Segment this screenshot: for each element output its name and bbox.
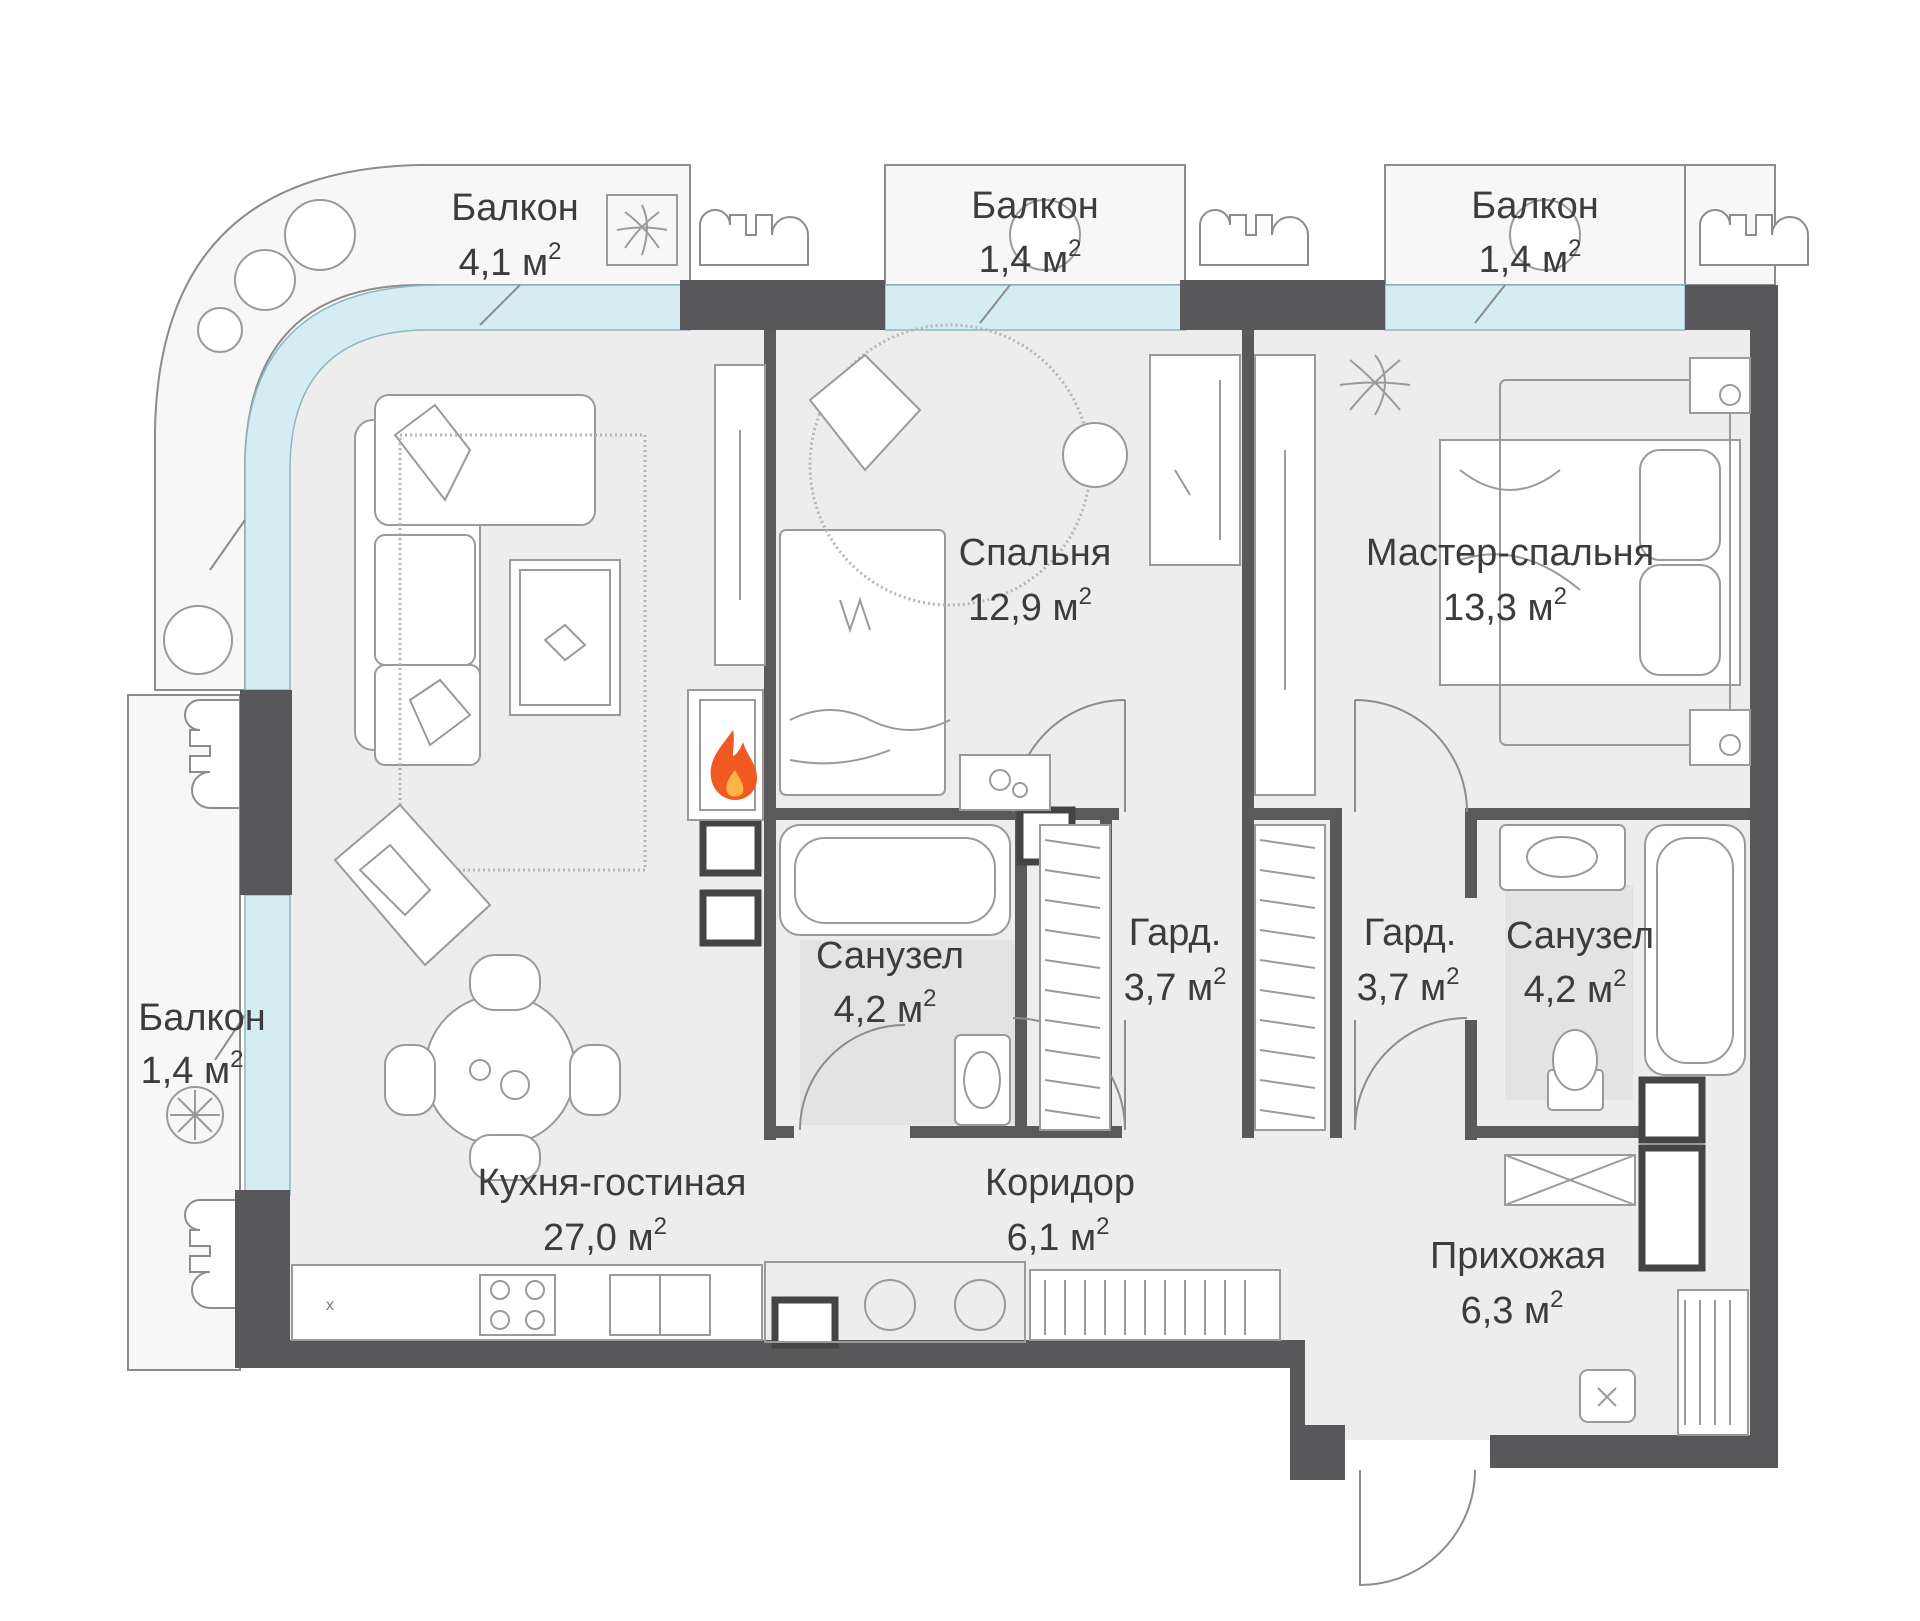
fireplace-icon (687, 689, 764, 821)
room-labels: Балкон 4,1 м2 Балкон 1,4 м2 Балкон 1,4 м… (138, 185, 1654, 1332)
svg-text:Кухня-гостиная: Кухня-гостиная (478, 1162, 747, 1204)
master-bed-icon (1439, 379, 1741, 746)
svg-text:13,3 м2: 13,3 м2 (1443, 583, 1567, 629)
wardrobe-right (1254, 824, 1326, 1131)
room-label-balcony-1: Балкон 4,1 м2 (451, 187, 578, 284)
room-label-entrance-hall: Прихожая 6,3 м2 (1430, 1235, 1606, 1332)
svg-text:Балкон: Балкон (451, 187, 578, 229)
svg-text:1,4 м2: 1,4 м2 (141, 1046, 244, 1092)
svg-text:1,4 м2: 1,4 м2 (979, 235, 1082, 281)
svg-text:Прихожая: Прихожая (1430, 1235, 1606, 1277)
svg-text:Балкон: Балкон (971, 185, 1098, 227)
armchair-bedroom (808, 353, 1128, 488)
dining-table-icon (384, 954, 621, 1181)
svg-text:3,7 м2: 3,7 м2 (1124, 963, 1227, 1009)
bathtub-icon (779, 824, 1746, 1076)
corridor-wardrobe (1029, 1269, 1281, 1341)
sofa-icon (354, 394, 596, 766)
svg-text:4,2 м2: 4,2 м2 (1524, 965, 1627, 1011)
washing-machine-icon (764, 1261, 1026, 1343)
hall-bench (1504, 1154, 1749, 1436)
svg-text:Гард.: Гард. (1129, 912, 1222, 954)
room-label-balcony-3: Балкон 1,4 м2 (1471, 185, 1598, 281)
armchair-icon (333, 803, 492, 967)
balconies (127, 164, 1809, 1371)
room-label-wardrobe-1: Гард. 3,7 м2 (1124, 912, 1227, 1009)
svg-text:Балкон: Балкон (138, 997, 265, 1039)
room-label-bathroom-1: Санузел 4,2 м2 (816, 935, 964, 1031)
svg-text:Мастер-спальня: Мастер-спальня (1366, 532, 1654, 574)
room-label-bedroom: Спальня 12,9 м2 (959, 532, 1112, 629)
svg-text:4,1 м2: 4,1 м2 (459, 238, 562, 284)
stove-icon (479, 1274, 556, 1336)
sink-icon (609, 1274, 711, 1336)
wardrobe-living (714, 364, 766, 666)
room-label-master-bedroom: Мастер-спальня 13,3 м2 (1366, 532, 1654, 629)
svg-text:Балкон: Балкон (1471, 185, 1598, 227)
kitchen-counter: x (291, 1264, 763, 1341)
room-label-balcony-2: Балкон 1,4 м2 (971, 185, 1098, 281)
nightstands (1689, 357, 1751, 766)
sink-bathroom (954, 824, 1626, 1126)
room-label-kitchen-living: Кухня-гостиная 27,0 м2 (478, 1162, 747, 1259)
glazing (244, 284, 1686, 1196)
svg-text:Санузел: Санузел (1506, 915, 1654, 957)
plant-icon (166, 194, 678, 1144)
facade-ornament (184, 209, 1809, 1309)
room-label-wardrobe-2: Гард. 3,7 м2 (1357, 912, 1460, 1009)
bedroom-cabinet (959, 754, 1051, 811)
svg-text:12,9 м2: 12,9 м2 (968, 583, 1092, 629)
plant-icon (1339, 354, 1411, 416)
svg-text:27,0 м2: 27,0 м2 (543, 1213, 667, 1259)
svg-text:3,7 м2: 3,7 м2 (1357, 963, 1460, 1009)
desk-icon (1149, 354, 1241, 566)
room-label-bathroom-2: Санузел 4,2 м2 (1506, 915, 1654, 1011)
svg-text:Гард.: Гард. (1364, 912, 1457, 954)
svg-text:6,3 м2: 6,3 м2 (1461, 1286, 1564, 1332)
wardrobe-left (1039, 824, 1111, 1131)
svg-text:x: x (326, 1297, 334, 1314)
table-icon (509, 559, 621, 716)
toilet-icon (1547, 1029, 1604, 1111)
svg-text:Спальня: Спальня (959, 532, 1112, 574)
svg-text:Санузел: Санузел (816, 935, 964, 977)
planters (163, 199, 1581, 675)
room-label-corridor: Коридор 6,1 м2 (985, 1162, 1135, 1259)
svg-text:4,2 м2: 4,2 м2 (834, 985, 937, 1031)
room-label-balcony-4: Балкон 1,4 м2 (138, 997, 265, 1092)
wardrobe-bedroom (1254, 354, 1316, 796)
svg-text:6,1 м2: 6,1 м2 (1007, 1213, 1110, 1259)
bed-icon (779, 529, 951, 796)
svg-text:1,4 м2: 1,4 м2 (1479, 235, 1582, 281)
svg-text:Коридор: Коридор (985, 1162, 1135, 1204)
